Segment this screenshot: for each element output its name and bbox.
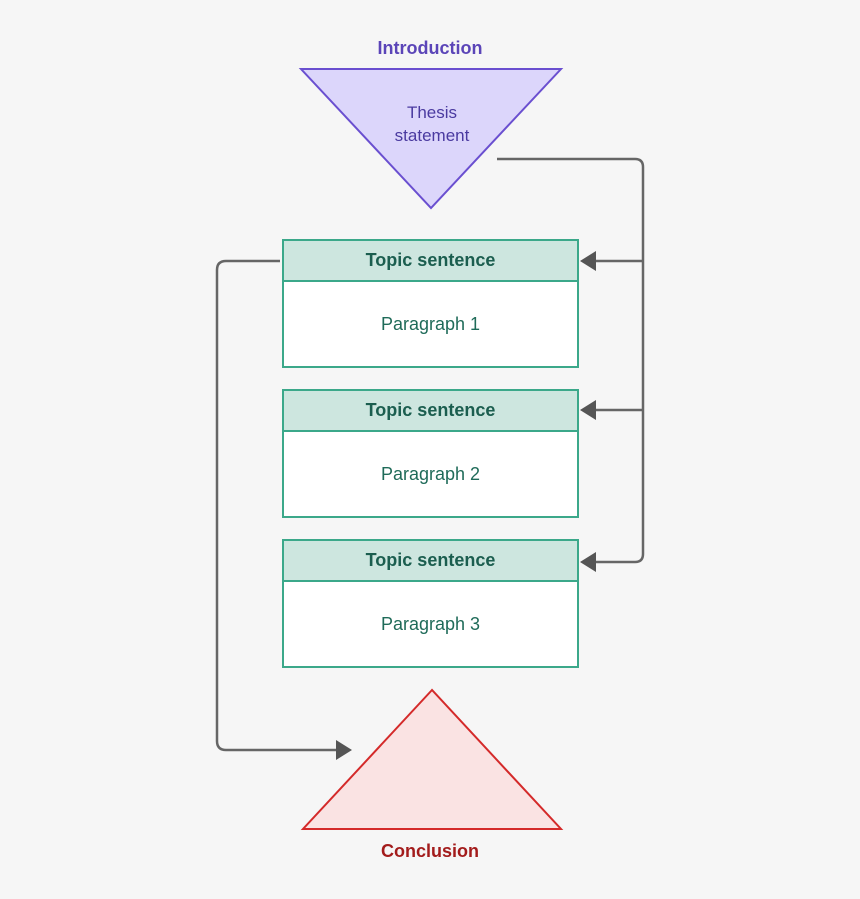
thesis-line-2: statement <box>394 126 470 145</box>
conclusion-triangle <box>300 688 564 830</box>
paragraph-body: Paragraph 2 <box>380 463 481 484</box>
arrow-to-paragraph-3 <box>580 552 596 572</box>
paragraph-block-3: Topic sentence Paragraph 3 <box>282 539 579 668</box>
conclusion-label: Conclusion <box>381 841 479 861</box>
paragraph-body: Paragraph 3 <box>380 613 481 634</box>
conclusion-connector <box>215 259 336 752</box>
arrow-to-conclusion <box>336 740 352 760</box>
thesis-statement-label: Thesis statement <box>352 101 512 147</box>
introduction-label: Introduction <box>377 38 483 58</box>
topic-sentence-header: Topic sentence <box>284 541 577 582</box>
paragraph-block-1: Topic sentence Paragraph 1 <box>282 239 579 368</box>
arrow-to-paragraph-1 <box>580 251 596 271</box>
topic-sentence-header: Topic sentence <box>284 241 577 282</box>
introduction-triangle <box>298 68 564 210</box>
thesis-line-1: Thesis <box>406 103 458 122</box>
topic-sentence-header: Topic sentence <box>284 391 577 432</box>
arrow-to-paragraph-2 <box>580 400 596 420</box>
paragraph-block-2: Topic sentence Paragraph 2 <box>282 389 579 518</box>
paragraph-body: Paragraph 1 <box>380 313 481 334</box>
thesis-connector <box>497 157 645 564</box>
